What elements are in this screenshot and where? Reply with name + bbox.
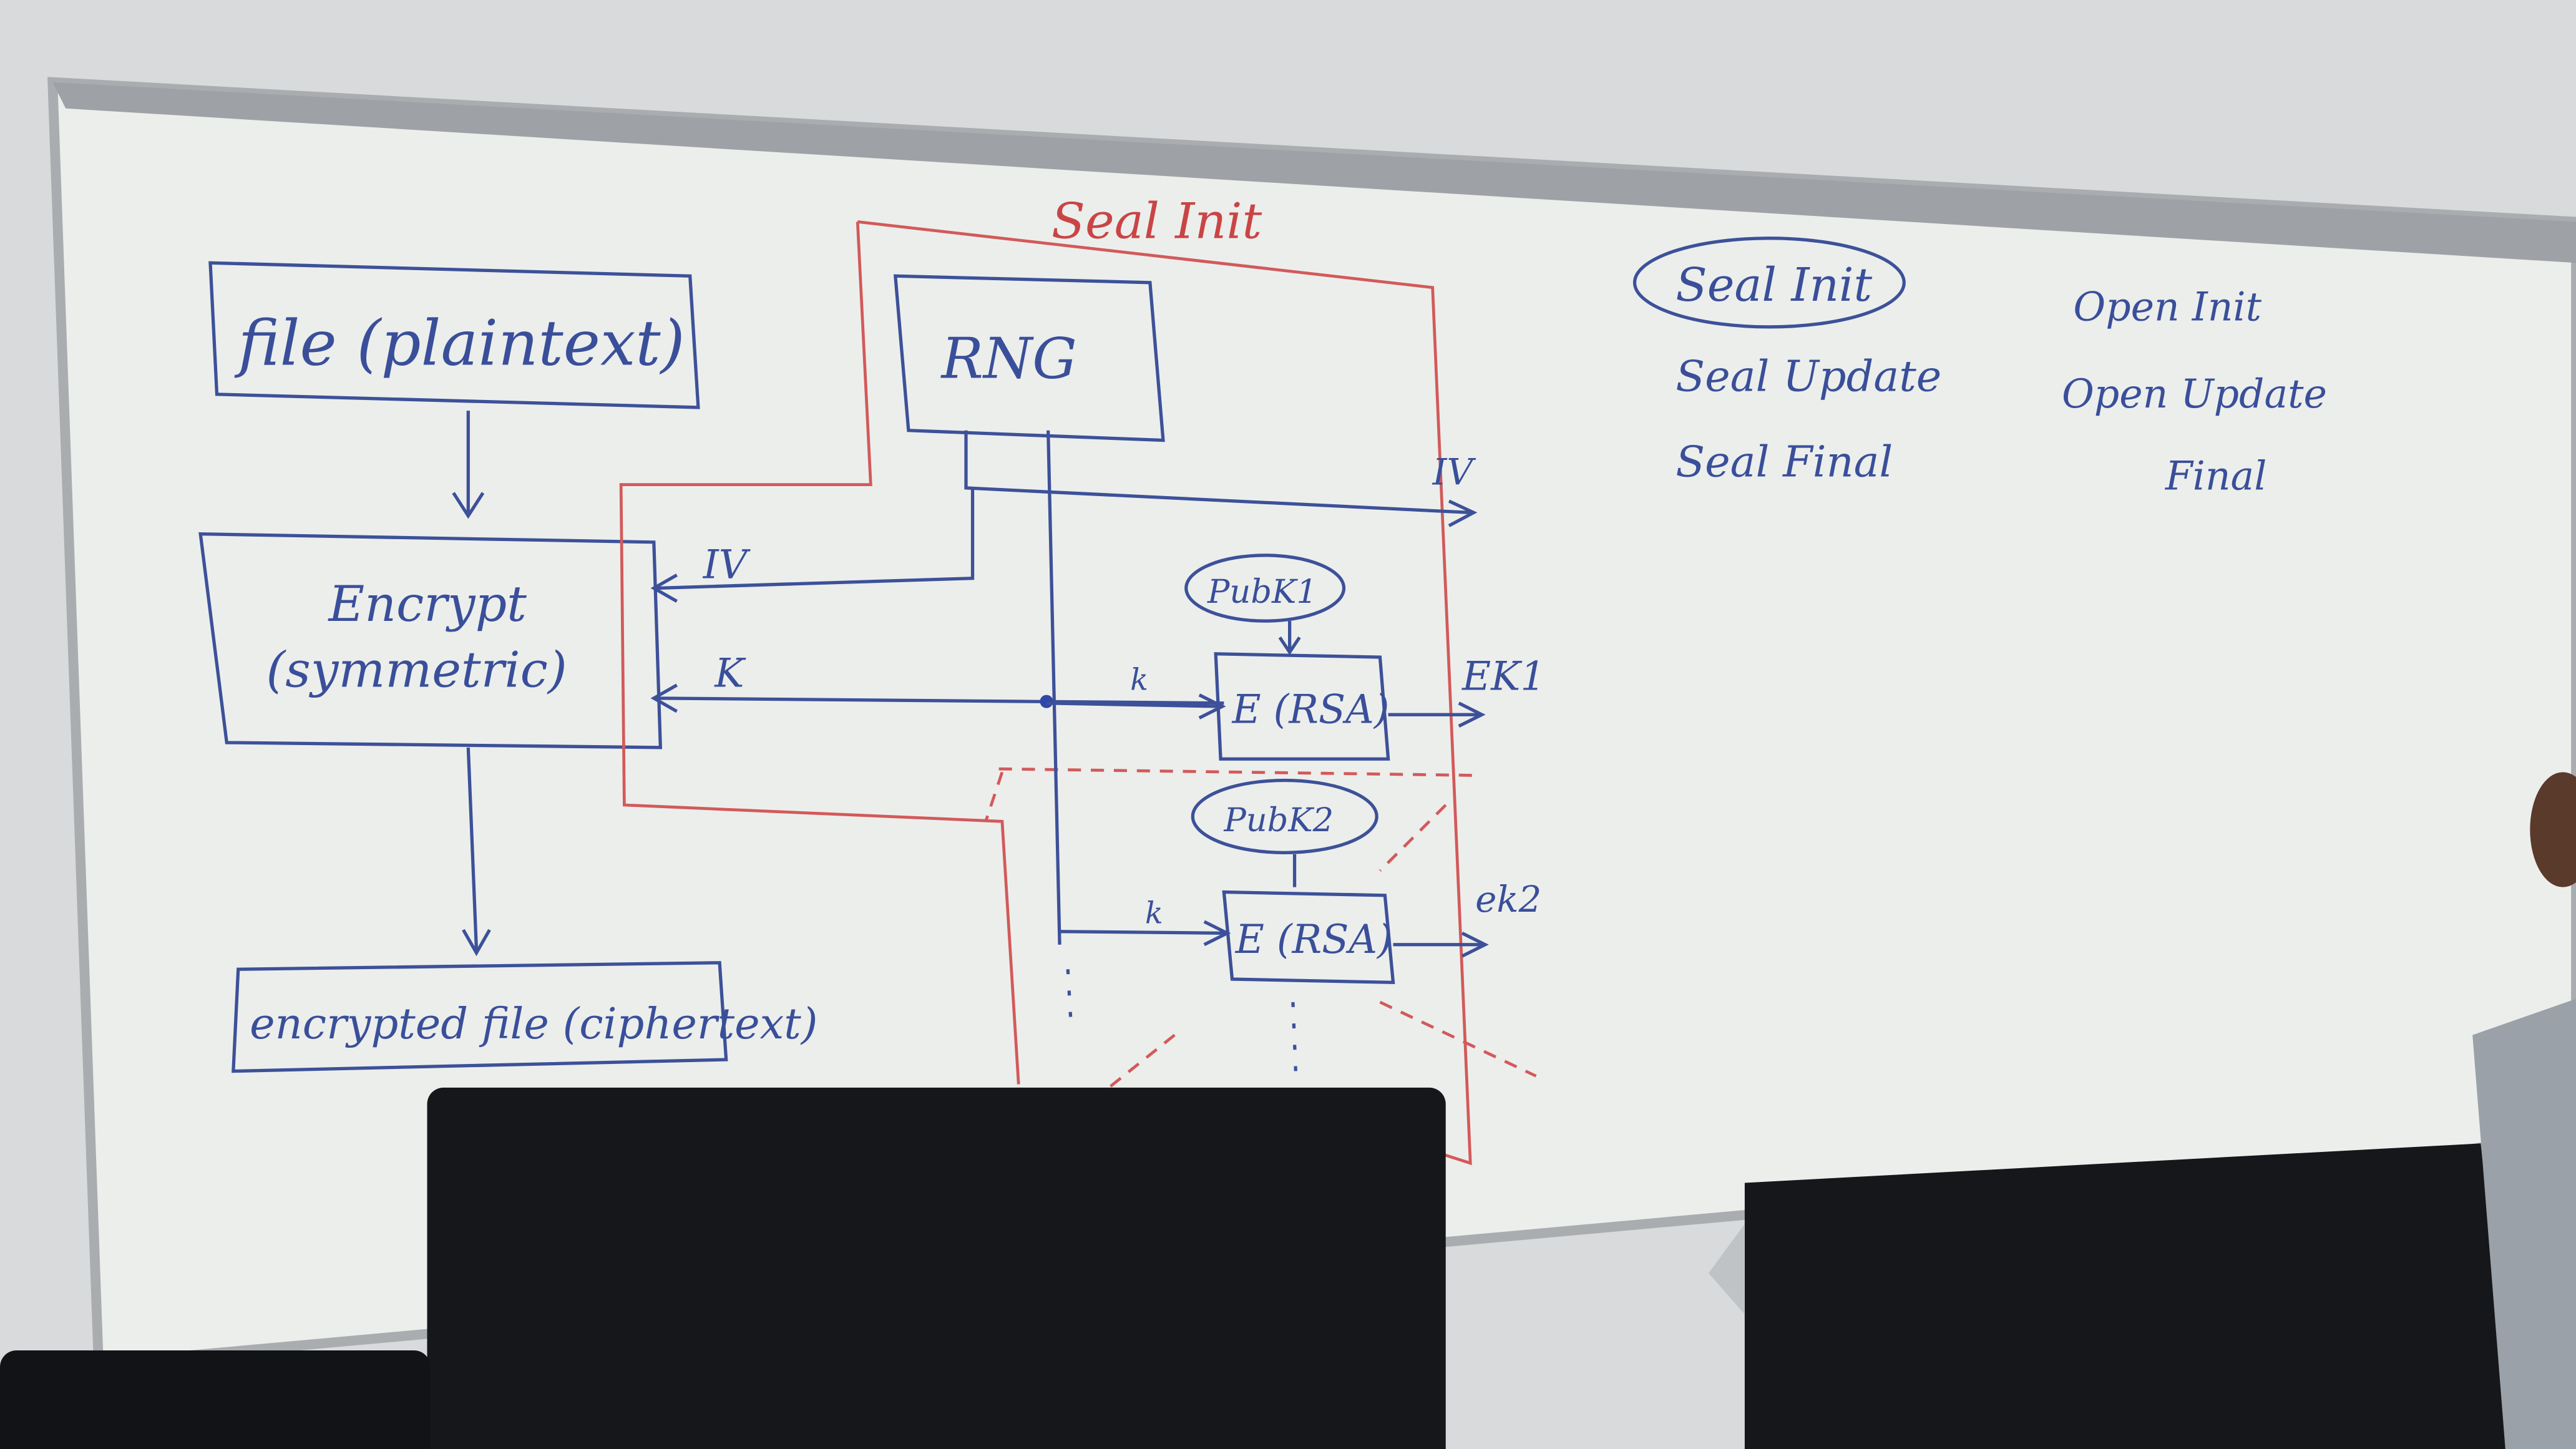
rsa1-box: E (RSA) [1214, 652, 1390, 761]
k2-label: k [1145, 897, 1163, 931]
svg-text:file (plaintext): file (plaintext) [234, 306, 685, 379]
seal-init-region: Seal Init [619, 193, 1537, 1166]
svg-text:Final: Final [2165, 453, 2267, 499]
ek2-label: ek2 [1475, 878, 1541, 920]
arrow-iv-out [964, 430, 1478, 527]
monitor-left [427, 1087, 1446, 1449]
monitor-far-left [0, 1350, 431, 1449]
pubk2-node: PubK2 [1191, 778, 1378, 854]
rng-box: RNG [893, 274, 1165, 442]
svg-text:PubK2: PubK2 [1223, 801, 1334, 839]
open-api-list: Open Init Open Update Final [2062, 283, 2327, 499]
svg-text:RNG: RNG [940, 327, 1077, 392]
monitor-edge-right [2472, 998, 2576, 1449]
plaintext-box: file (plaintext) [208, 261, 700, 409]
ek1-label: EK1 [1461, 653, 1546, 700]
k1-label: k [1130, 663, 1148, 698]
svg-text:Open Update: Open Update [2062, 371, 2327, 417]
iv-out-label: IV [1432, 451, 1476, 494]
svg-text:PubK1: PubK1 [1207, 573, 1317, 611]
ciphertext-box: encrypted file (ciphertext) [232, 961, 817, 1073]
svg-text:E (RSA): E (RSA) [1235, 916, 1393, 962]
arrow-k [650, 430, 1224, 945]
svg-text:Open Init: Open Init [2073, 283, 2261, 329]
svg-text:E (RSA): E (RSA) [1231, 686, 1389, 732]
svg-text:Seal Init: Seal Init [1051, 193, 1262, 250]
svg-text:Seal Update: Seal Update [1676, 352, 1941, 402]
arrow-plaintext-encrypt [452, 411, 485, 519]
arrow-iv-in [650, 487, 975, 603]
svg-text:encrypted file (ciphertext): encrypted file (ciphertext) [250, 999, 817, 1049]
svg-text:Seal Final: Seal Final [1676, 437, 1893, 487]
svg-text:Seal Init: Seal Init [1676, 259, 1872, 312]
monitor-right [1708, 1143, 2514, 1449]
encrypt-box: Encrypt (symmetric) [198, 532, 663, 749]
arrow-encrypt-ciphertext [462, 747, 491, 957]
person-hair [2530, 772, 2576, 887]
svg-text:Encrypt: Encrypt [328, 575, 527, 633]
svg-text:(symmetric): (symmetric) [266, 641, 567, 698]
iv-in-label: IV [703, 542, 751, 588]
pubk1-node: PubK1 [1184, 554, 1346, 623]
k-in-label: K [714, 650, 746, 696]
rsa2-box: E (RSA) [1222, 890, 1395, 985]
seal-api-list: Seal Init Seal Update Seal Final [1632, 237, 1941, 487]
